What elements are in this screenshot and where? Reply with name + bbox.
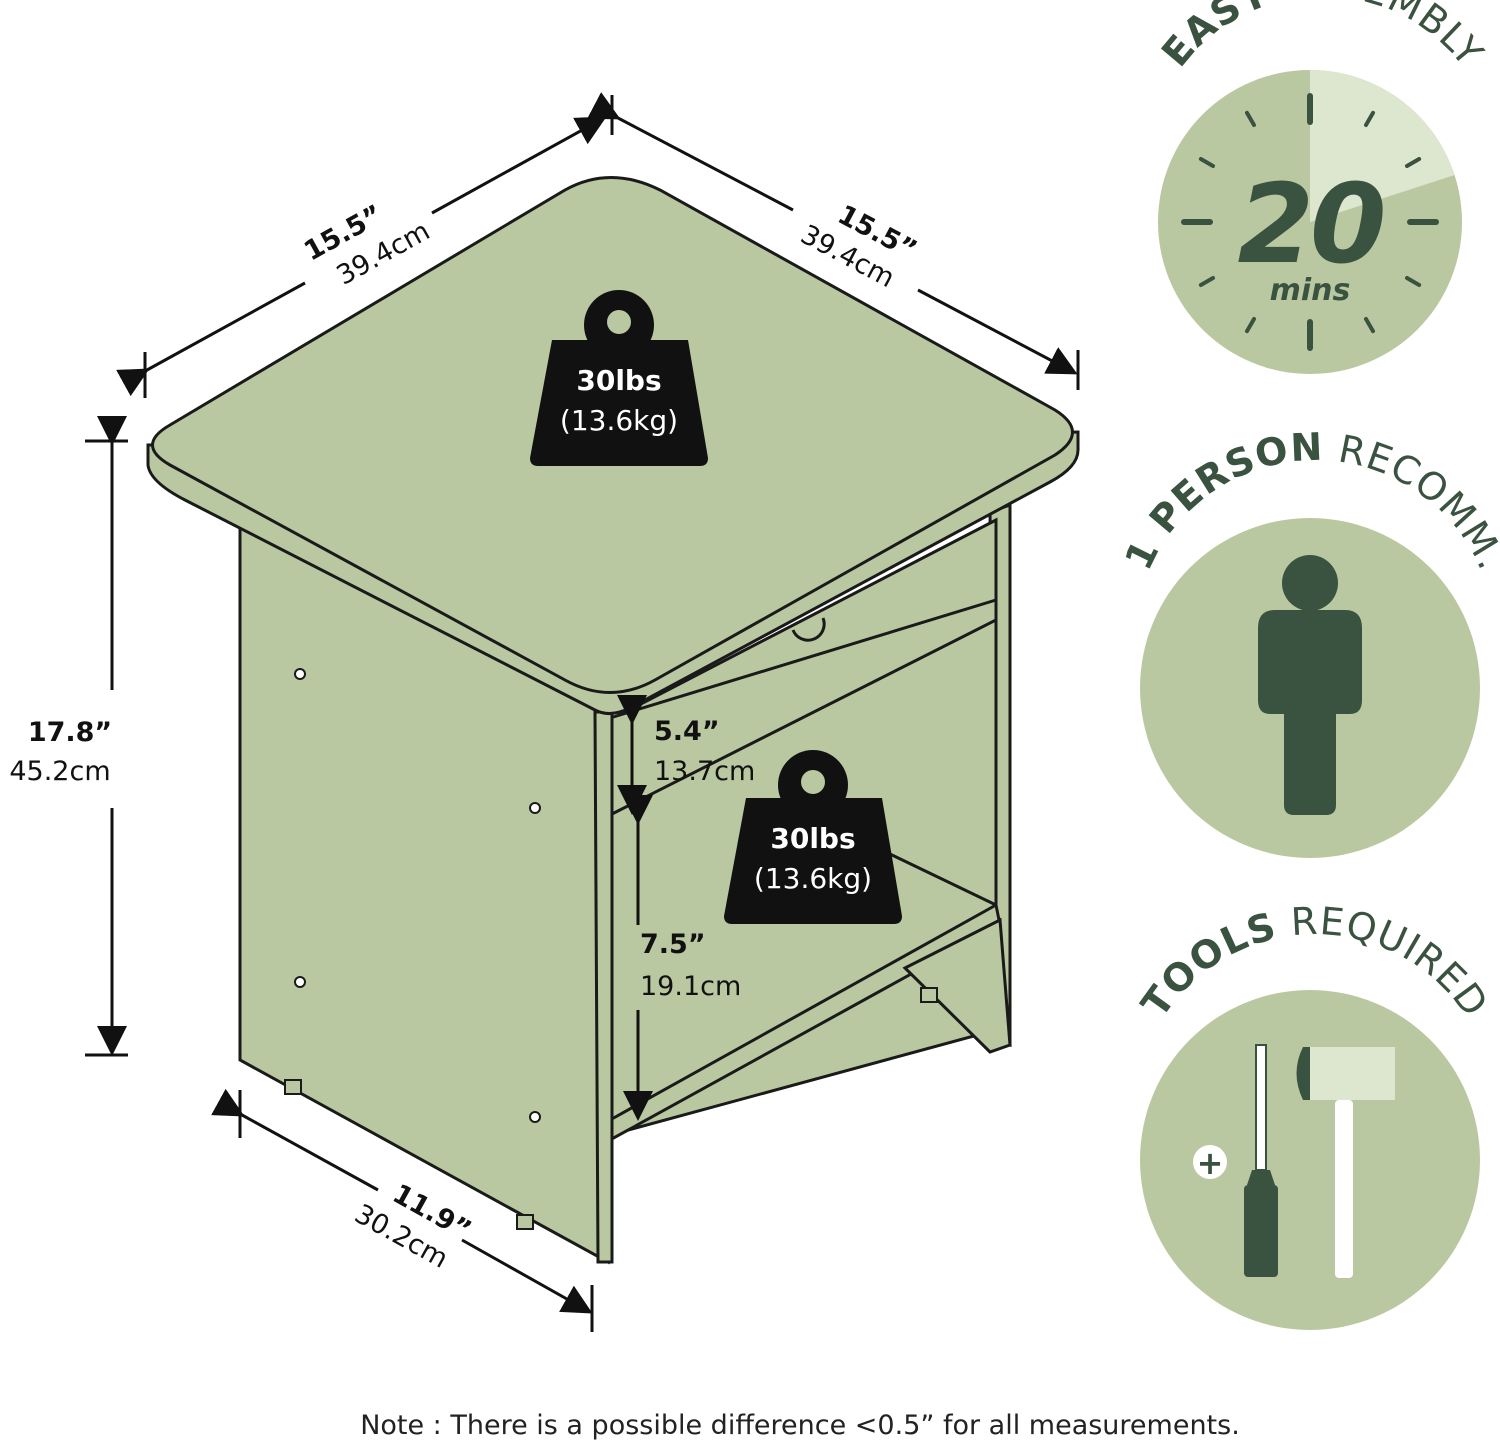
easy-assembly-heading: EASY ASSEMBLY	[1153, 0, 1492, 75]
clock-tick	[1364, 316, 1375, 334]
easy-assembly-badge: EASY ASSEMBLY 20 mins	[1153, 0, 1492, 374]
clock-tick	[1245, 316, 1256, 334]
mallet-icon	[1296, 1047, 1395, 1278]
clock-tick	[1198, 157, 1216, 168]
front-panel-edge	[593, 710, 614, 1264]
assembly-minutes: 20	[1237, 160, 1383, 288]
foot	[516, 1214, 534, 1230]
drawer-height-inches: 5.4”	[654, 716, 720, 747]
top-weight-kg: (13.6kg)	[560, 404, 678, 437]
height-cm: 45.2cm	[9, 756, 110, 787]
shelf-height-cm: 19.1cm	[640, 971, 741, 1002]
height-inches: 17.8”	[28, 717, 112, 748]
clock-tick	[1245, 110, 1256, 128]
assembly-unit: mins	[1270, 273, 1351, 308]
dimension-lines	[85, 92, 1080, 1332]
one-person-badge: 1 PERSON RECOMM.	[1116, 425, 1500, 858]
screwdriver-icon: +	[1193, 1044, 1278, 1277]
shelf-weight-capacity-badge: 30lbs (13.6kg)	[724, 750, 902, 924]
end-table-illustration	[146, 176, 1080, 1265]
easy-assembly-heading-light: ASSEMBLY	[1279, 0, 1492, 75]
drawer-handle	[791, 617, 826, 642]
measurement-note: Note : There is a possible difference <0…	[360, 1410, 1240, 1441]
shelf-weight-kg: (13.6kg)	[754, 862, 872, 895]
clock-tick	[1198, 276, 1216, 287]
shelf-weight-lbs: 30lbs	[770, 822, 855, 855]
drawer-height-cm: 13.7cm	[654, 756, 755, 787]
clock-tick	[1404, 276, 1422, 287]
tools-required-badge: TOOLS REQUIRED +	[1133, 899, 1496, 1330]
top-weight-capacity-badge: 30lbs (13.6kg)	[530, 290, 708, 466]
tools-circle	[1140, 990, 1480, 1330]
clock-elapsed-sector	[1310, 70, 1455, 222]
screw-holes	[294, 668, 541, 1123]
person-icon	[1258, 555, 1362, 815]
easy-assembly-heading-bold: EASY	[1153, 0, 1275, 75]
foot	[284, 1079, 302, 1095]
clock-ticks	[1181, 93, 1439, 351]
clock-tick	[1364, 110, 1375, 128]
top-weight-lbs: 30lbs	[576, 364, 661, 397]
clock-tick	[1404, 157, 1422, 168]
shelf-support-panel	[902, 917, 1012, 1054]
phillips-plus-sign: +	[1197, 1144, 1224, 1182]
foot	[920, 987, 938, 1003]
shelf-height-inches: 7.5”	[640, 929, 706, 960]
